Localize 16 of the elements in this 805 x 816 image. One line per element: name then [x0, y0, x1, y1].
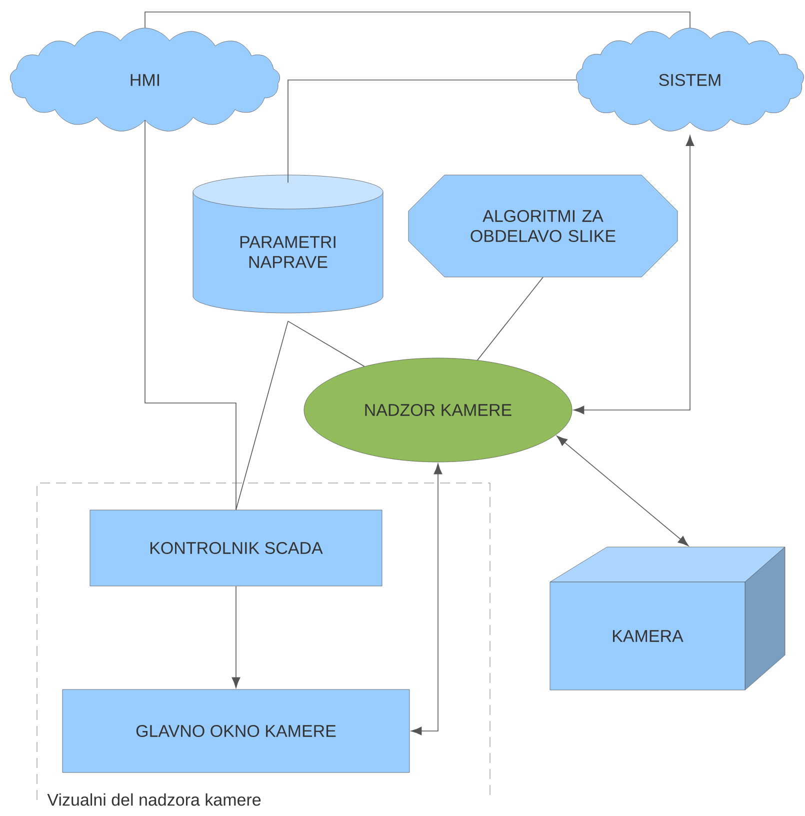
- connector: [144, 120, 236, 510]
- connector: [232, 586, 240, 688]
- connector: [410, 463, 442, 736]
- process-box: KONTROLNIK SCADA: [90, 510, 382, 586]
- connector: [144, 12, 690, 28]
- connector: [288, 80, 577, 184]
- process-octagon: ALGORITMI ZA OBDELAVO SLIKE: [408, 174, 678, 278]
- camera-cube: KAMERA: [550, 546, 786, 690]
- connector: [236, 320, 288, 510]
- connector: [573, 135, 694, 414]
- connector: [556, 436, 689, 546]
- connector: [288, 320, 365, 367]
- database-cylinder: PARAMETRI NAPRAVE: [192, 174, 384, 314]
- connector: [477, 276, 544, 360]
- group-label: Vizualni del nadzora kamere: [47, 793, 261, 806]
- process-box: GLAVNO OKNO KAMERE: [62, 689, 410, 773]
